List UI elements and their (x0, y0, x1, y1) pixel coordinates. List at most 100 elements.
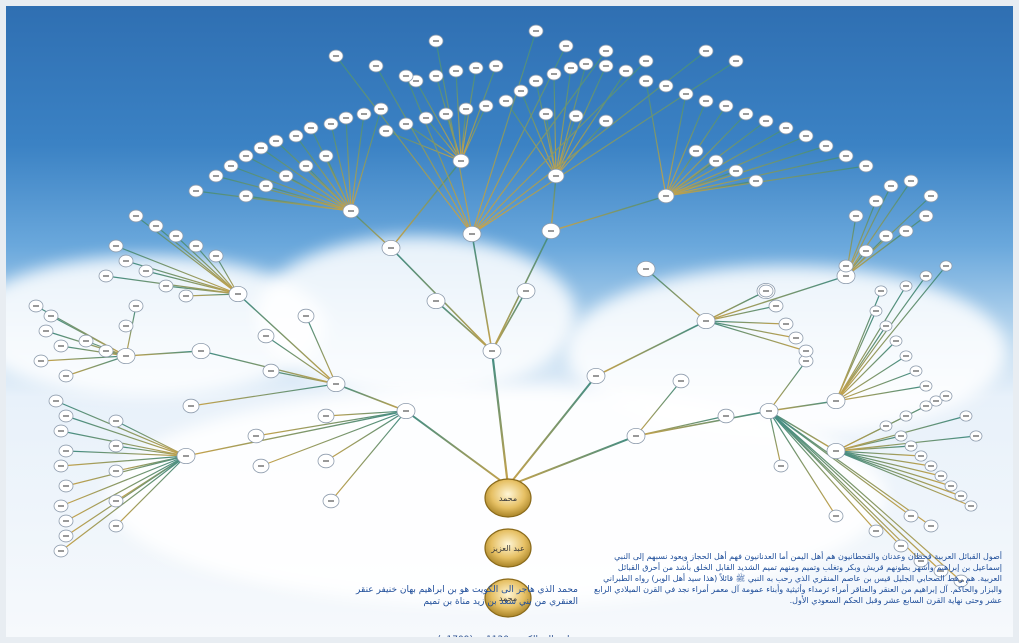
branch-line (255, 410, 407, 437)
branch-line (195, 245, 239, 295)
branch-line (350, 113, 365, 212)
branch-line (405, 410, 509, 487)
branch-line (330, 410, 407, 502)
branch-line (455, 70, 462, 162)
branch-line (375, 65, 473, 235)
root-nodes: محمد عبد العزيز محمد (484, 478, 532, 618)
branch-line (635, 410, 770, 437)
branch-line (490, 349, 510, 488)
branch-line (265, 185, 352, 212)
branch-line (835, 265, 947, 402)
branch-line (60, 430, 187, 457)
branch-line (471, 233, 493, 352)
branch-line (230, 165, 352, 212)
branch-line (535, 80, 557, 177)
branch-line (115, 455, 187, 502)
branch-line (665, 145, 827, 197)
branch-line (185, 410, 407, 457)
branch-line (405, 75, 473, 235)
branch-line (471, 50, 707, 235)
branch-line (505, 100, 557, 177)
branch-line (471, 30, 537, 235)
branch-line (665, 150, 697, 197)
branch-line (335, 55, 473, 235)
branch-line (60, 455, 187, 507)
branch-line (115, 245, 239, 295)
branch-line (115, 420, 187, 457)
branch-line (845, 230, 907, 277)
branch-line (65, 455, 187, 487)
branch-line (555, 65, 607, 177)
branch-line (415, 80, 462, 162)
branch-line (345, 117, 352, 212)
branch-line (471, 60, 737, 235)
lineage-description: أصول القبائل العربية قحطان وعدنان والقحط… (593, 552, 1002, 605)
branch-line (835, 340, 897, 402)
branch-line (768, 410, 837, 452)
branch-line (435, 300, 493, 352)
branch-line (550, 195, 667, 232)
branch-line (665, 127, 787, 197)
root-node-3 (484, 578, 532, 618)
branch-line (768, 360, 807, 412)
branch-line (550, 175, 557, 232)
branch-line (705, 275, 847, 322)
branch-line (635, 415, 727, 437)
branch-line (425, 117, 462, 162)
branch-line (507, 435, 637, 487)
branch-line (595, 320, 707, 377)
branch-line (270, 370, 337, 385)
branch-line (65, 415, 187, 457)
branch-line (295, 135, 352, 212)
branch-line (645, 80, 667, 197)
branch-line (285, 175, 352, 212)
branch-line (237, 293, 337, 385)
branch-line (553, 73, 557, 177)
branch-line (65, 355, 127, 377)
family-tree-diagram: محمد عبد العزيز محمد (28, 24, 983, 618)
branch-line (471, 60, 647, 235)
root-node-2 (484, 528, 532, 568)
root-label-2: عبد العزيز (490, 544, 525, 553)
branch-line (768, 410, 877, 532)
branch-line (335, 383, 407, 412)
branch-line (350, 108, 382, 212)
branch-line (215, 175, 352, 212)
branch-line (768, 410, 922, 562)
branch-line (115, 455, 187, 527)
branch-line (190, 383, 337, 407)
branch-line (245, 195, 352, 212)
branch-line (705, 290, 767, 322)
branch-line (768, 410, 932, 527)
branch-line (705, 320, 787, 325)
branch-line (665, 100, 707, 197)
branch-line (115, 455, 187, 472)
branch-line (768, 410, 782, 467)
branch-line (845, 180, 912, 277)
branch-line (635, 380, 682, 437)
branch-line (835, 450, 962, 497)
branch-line (555, 67, 572, 177)
branch-line (305, 315, 337, 385)
branch-line (665, 160, 717, 197)
branch-line (835, 275, 927, 402)
branch-line (385, 130, 462, 162)
branch-line (520, 90, 557, 177)
branch-line (65, 450, 187, 457)
branch-line (115, 445, 187, 457)
branch-line (325, 410, 407, 417)
branch-line (390, 160, 462, 249)
branch-line (835, 355, 907, 402)
branch-line (835, 385, 927, 402)
branch-line (60, 455, 187, 467)
branch-line (305, 165, 352, 212)
branch-line (350, 210, 392, 249)
root-label-1: محمد (499, 494, 517, 503)
branch-line (835, 370, 917, 402)
migration-caption: محمد الذي هاجر الى الكويت هو بن ابراهيم … (356, 585, 578, 607)
branch-line (835, 285, 907, 402)
branch-line (460, 65, 497, 162)
branch-line (705, 320, 797, 339)
branch-line (705, 320, 807, 352)
